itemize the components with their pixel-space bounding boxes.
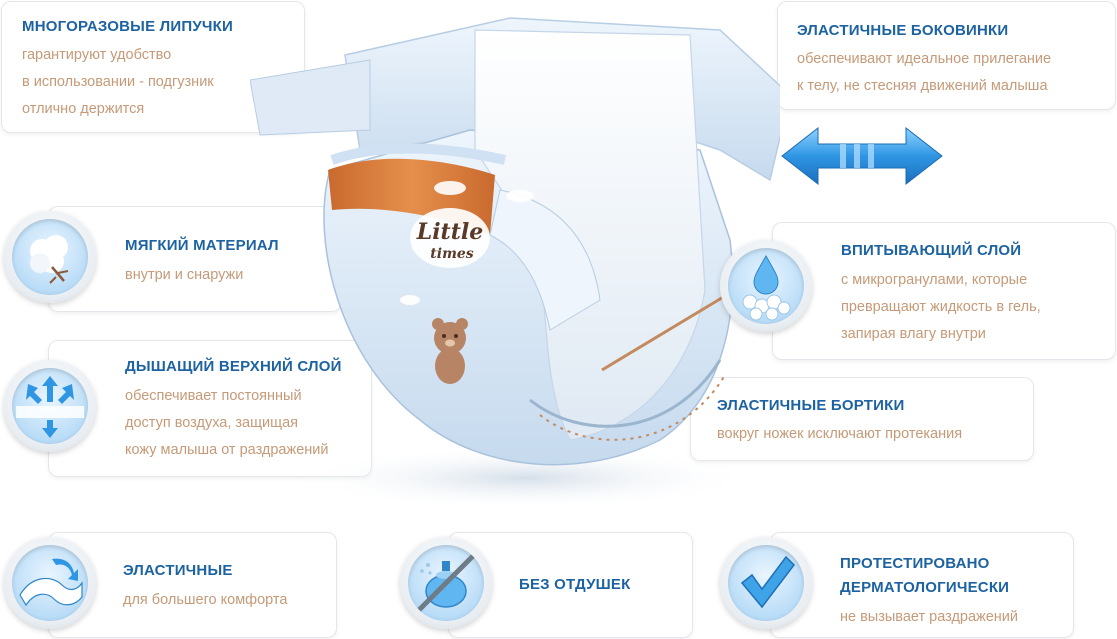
checkmark-icon bbox=[740, 555, 795, 609]
card-breathable bbox=[48, 340, 372, 477]
absorb-pointer-line bbox=[601, 288, 736, 372]
droplet-granules-icon bbox=[742, 254, 791, 321]
derma-title-1: ПРОТЕСТИРОВАНО bbox=[840, 555, 990, 572]
airflow-arrows-icon bbox=[16, 376, 84, 438]
stretch-double-arrow-icon bbox=[781, 126, 943, 186]
cotton-icon bbox=[30, 235, 69, 284]
elastic-desc-1: для большего комфорта bbox=[123, 592, 288, 608]
no-perfume-icon bbox=[415, 552, 477, 614]
card-tabs bbox=[1, 1, 305, 133]
derma-desc-1: не вызывает раздражений bbox=[840, 609, 1019, 625]
svg-text:Little: Little bbox=[416, 219, 484, 245]
absorb-title: ВПИТЫВАЮЩИЙ СЛОЙ bbox=[841, 242, 1022, 259]
breathable-badge bbox=[4, 360, 96, 452]
breathable-desc-1: обеспечивает постоянный bbox=[125, 388, 302, 404]
svg-text:times: times bbox=[430, 246, 474, 262]
card-cuffs bbox=[690, 377, 1034, 461]
sides-desc-1: обеспечивают идеальное прилегание bbox=[797, 51, 1052, 67]
sides-title: ЭЛАСТИЧНЫЕ БОКОВИНКИ bbox=[797, 22, 1009, 39]
soft-title: МЯГКИЙ МАТЕРИАЛ bbox=[125, 237, 279, 254]
brand-logo: Little times bbox=[410, 208, 490, 268]
sides-desc-2: к телу, не стесняя движений малыша bbox=[797, 78, 1048, 94]
absorb-badge bbox=[720, 240, 812, 332]
soft-badge bbox=[4, 211, 96, 303]
derma-title-2: ДЕРМАТОЛОГИЧЕСКИ bbox=[840, 579, 1010, 596]
absorb-desc-3: запирая влагу внутри bbox=[841, 326, 986, 342]
nofragrance-badge bbox=[400, 537, 492, 629]
card-sides bbox=[777, 1, 1116, 110]
card-absorb bbox=[772, 222, 1116, 360]
elastic-title: ЭЛАСТИЧНЫЕ bbox=[123, 562, 233, 579]
card-soft bbox=[48, 206, 342, 312]
absorb-desc-1: с микрогранулами, которые bbox=[841, 272, 1028, 288]
nofragrance-title: БЕЗ ОТДУШЕК bbox=[519, 576, 631, 593]
card-elastic bbox=[48, 532, 337, 638]
diaper-illustration bbox=[250, 17, 780, 510]
stretch-layer-icon bbox=[19, 558, 83, 607]
cuffs-desc-1: вокруг ножек исключают протекания bbox=[717, 426, 963, 442]
tabs-desc-3: отлично держится bbox=[22, 101, 145, 117]
soft-desc-1: внутри и снаружи bbox=[125, 267, 244, 283]
breathable-title: ДЫШАЩИЙ ВЕРХНИЙ СЛОЙ bbox=[125, 358, 342, 375]
derma-badge bbox=[720, 537, 812, 629]
tabs-desc-1: гарантируют удобство bbox=[22, 47, 172, 63]
breathable-desc-3: кожу малыша от раздражений bbox=[125, 442, 329, 458]
elastic-badge bbox=[4, 537, 96, 629]
breathable-desc-2: доступ воздуха, защищая bbox=[125, 415, 298, 431]
cuffs-title: ЭЛАСТИЧНЫЕ БОРТИКИ bbox=[717, 397, 905, 414]
tabs-title: МНОГОРАЗОВЫЕ ЛИПУЧКИ bbox=[22, 18, 233, 35]
tabs-desc-2: в использовании - подгузник bbox=[22, 74, 214, 90]
absorb-desc-2: превращают жидкость в гель, bbox=[841, 299, 1041, 315]
